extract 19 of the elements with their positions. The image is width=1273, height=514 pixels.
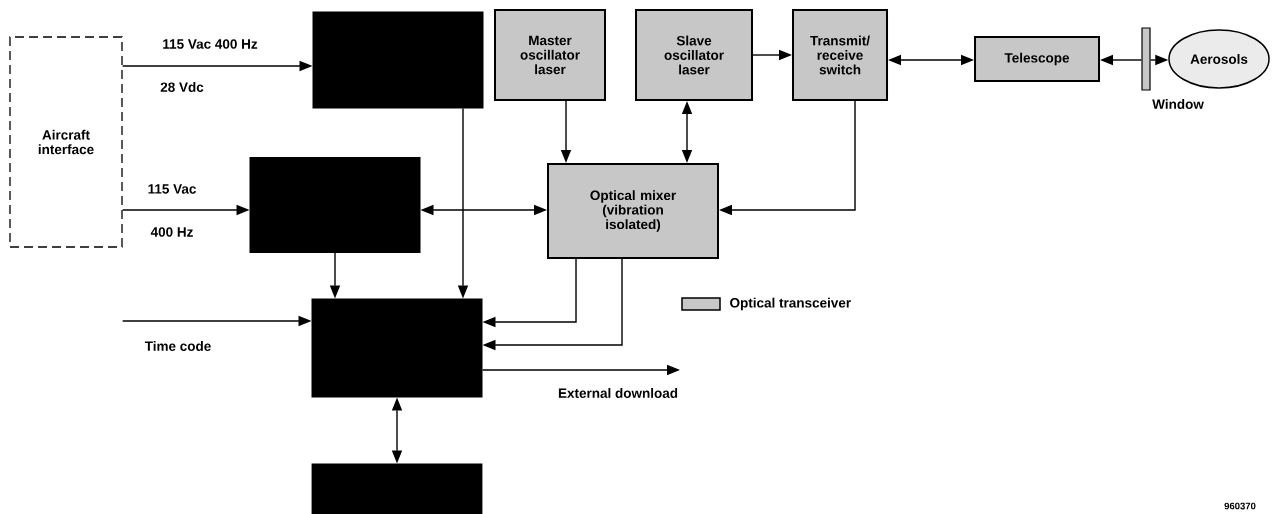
edge-label: 115 Vac 400 Hz xyxy=(161,38,259,50)
interface-box: Aircraft interface xyxy=(9,36,123,248)
node-label: Window xyxy=(1152,99,1204,109)
legend-label: Optical transceiver xyxy=(730,297,851,311)
blank-box xyxy=(311,298,483,398)
edge-label: External download xyxy=(557,387,679,399)
blank-box xyxy=(249,157,421,253)
label: 960370 xyxy=(1224,502,1256,510)
label: 28 Vdc xyxy=(160,82,204,92)
process-box: Transmit/ receive switch xyxy=(792,9,888,101)
blank-box xyxy=(311,463,483,514)
process-box: Master oscillator laser xyxy=(494,9,606,101)
process-box: Optical mixer (vibration isolated) xyxy=(547,163,719,259)
blank-box xyxy=(312,11,484,109)
label: 400 Hz xyxy=(150,227,193,237)
edge-label: 115 Vac xyxy=(146,183,198,195)
edge-label: Time code xyxy=(143,340,213,352)
process-box: Slave oscillator laser xyxy=(635,9,753,101)
process-box: Telescope xyxy=(974,36,1100,82)
